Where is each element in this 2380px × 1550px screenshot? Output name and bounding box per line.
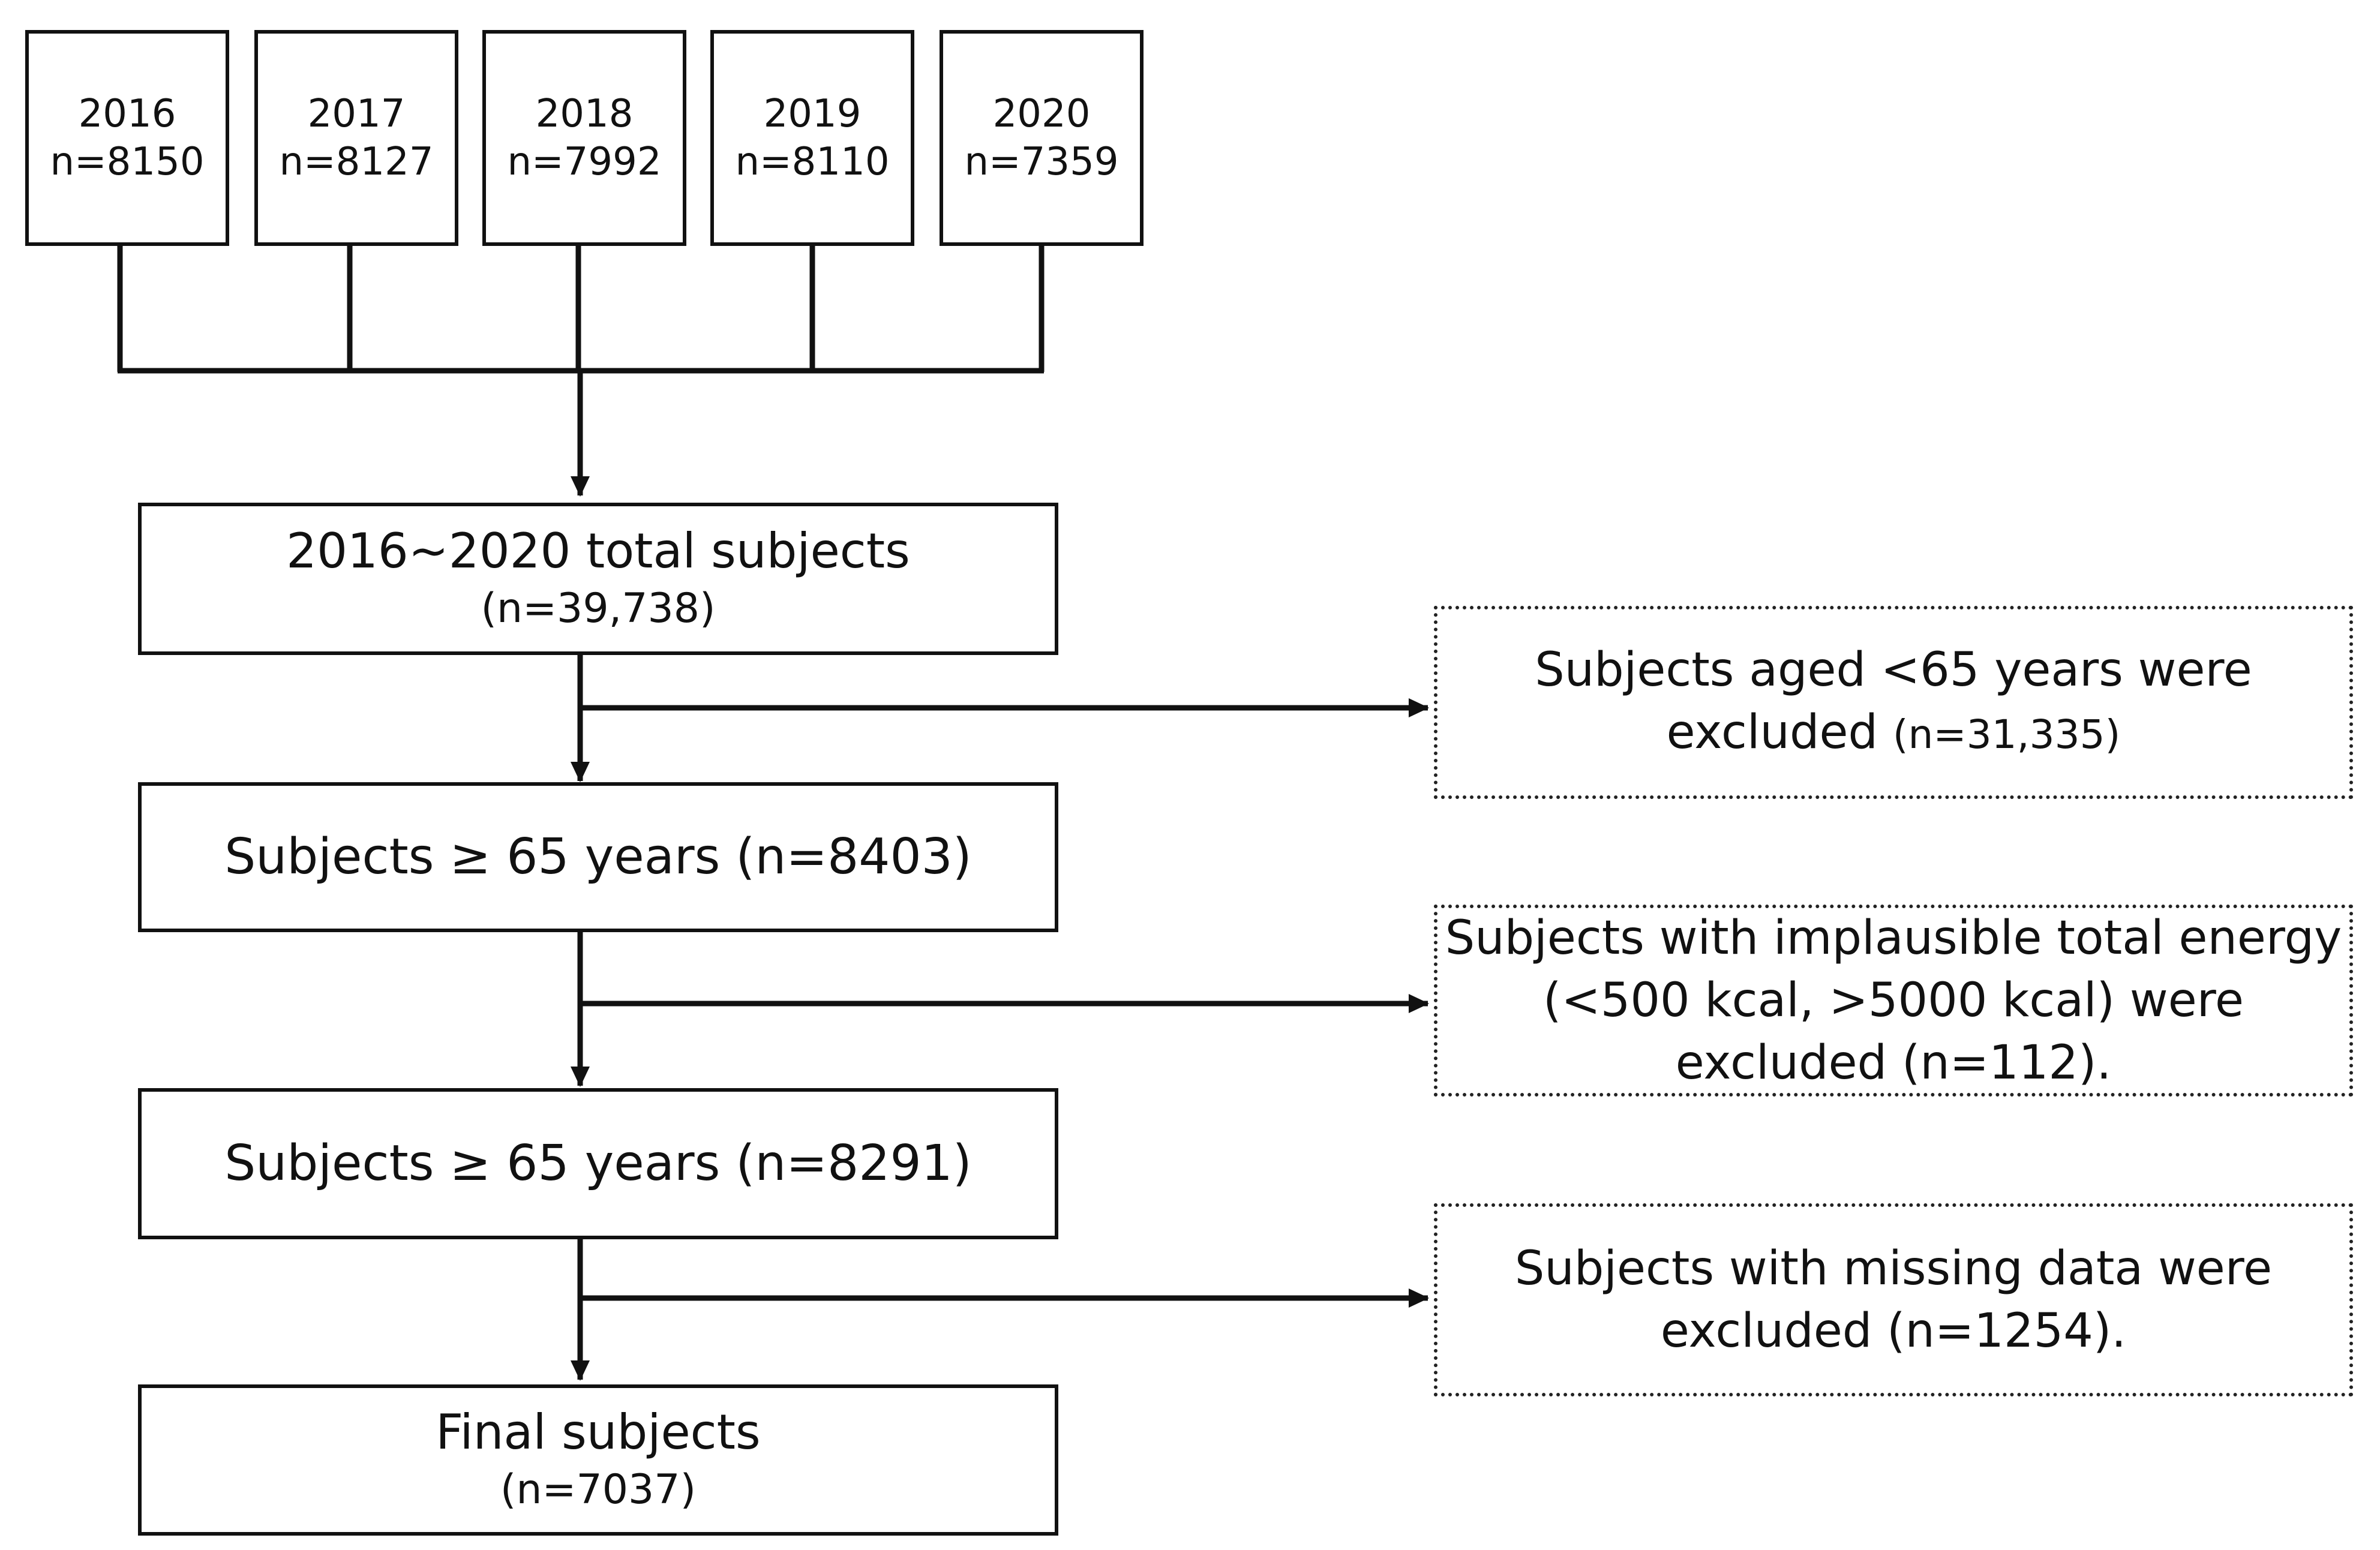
- final-subjects-box: Final subjects (n=7037): [138, 1384, 1058, 1536]
- total-title: 2016~2020 total subjects: [286, 523, 910, 579]
- exclusion-word: excluded: [1666, 705, 1878, 759]
- year-box-2019: 2019 n=8110: [710, 30, 914, 246]
- year-count: n=8127: [279, 140, 434, 184]
- exclusion-line: excluded (n=31,335): [1667, 701, 2121, 766]
- total-count: (n=39,738): [481, 585, 716, 632]
- year-count: n=7992: [507, 140, 662, 184]
- final-title: Final subjects: [436, 1404, 761, 1460]
- year-count: n=8150: [50, 140, 205, 184]
- exclusion-box-energy: Subjects with implausible total energy (…: [1434, 905, 2353, 1097]
- exclusion-line: excluded (n=112).: [1675, 1036, 2112, 1090]
- subjects-65-text-2: Subjects ≥ 65 years (n=8291): [224, 1135, 972, 1192]
- year-label: 2020: [992, 92, 1091, 136]
- year-box-2017: 2017 n=8127: [254, 30, 458, 246]
- exclusion-count: (n=31,335): [1892, 711, 2121, 758]
- final-count: (n=7037): [500, 1466, 697, 1513]
- exclusion-box-missing: Subjects with missing data were excluded…: [1434, 1203, 2353, 1396]
- exclusion-box-age: Subjects aged <65 years were excluded (n…: [1434, 606, 2353, 799]
- year-count: n=7359: [964, 140, 1119, 184]
- exclusion-line: Subjects with implausible total energy: [1445, 911, 2342, 965]
- year-count: n=8110: [735, 140, 890, 184]
- subjects-65-box-2: Subjects ≥ 65 years (n=8291): [138, 1088, 1058, 1239]
- exclusion-line: Subjects aged <65 years were: [1535, 643, 2252, 697]
- exclusion-line: (<500 kcal, >5000 kcal) were: [1542, 974, 2244, 1028]
- exclusion-line: excluded (n=1254).: [1660, 1304, 2127, 1358]
- subjects-65-box-1: Subjects ≥ 65 years (n=8403): [138, 782, 1058, 932]
- exclusion-line: Subjects with missing data were: [1514, 1242, 2273, 1296]
- year-box-2018: 2018 n=7992: [482, 30, 686, 246]
- year-label: 2018: [535, 92, 634, 136]
- subjects-65-text-1: Subjects ≥ 65 years (n=8403): [224, 828, 972, 885]
- total-subjects-box: 2016~2020 total subjects (n=39,738): [138, 503, 1058, 655]
- year-label: 2019: [763, 92, 862, 136]
- year-box-2020: 2020 n=7359: [940, 30, 1144, 246]
- year-label: 2017: [307, 92, 406, 136]
- year-label: 2016: [78, 92, 176, 136]
- year-box-2016: 2016 n=8150: [25, 30, 229, 246]
